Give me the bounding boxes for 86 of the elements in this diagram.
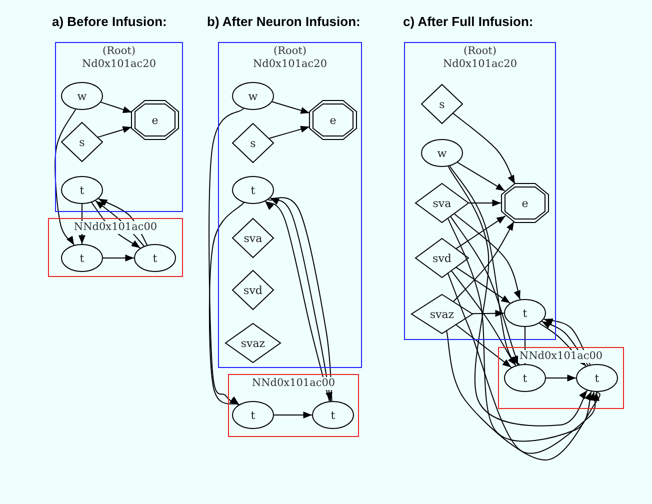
arrow [456, 266, 511, 304]
octagon-node [501, 183, 549, 223]
arrow [452, 112, 516, 184]
node-label: w [248, 90, 258, 102]
panel-title: b) After Neuron Infusion: [207, 14, 360, 29]
node-label: sva [432, 196, 452, 210]
diamond-node [411, 294, 473, 334]
diamond-node [421, 84, 463, 124]
arrow [456, 324, 512, 368]
node-label: s [79, 136, 85, 148]
arrow [449, 166, 519, 366]
arrow [97, 126, 132, 138]
cluster-label: NNd0x101ac00 [72, 221, 158, 234]
ellipse-node [232, 401, 274, 429]
ellipse-node [232, 82, 274, 110]
ellipse-node [232, 176, 274, 204]
arrow [448, 218, 592, 442]
arrow [448, 273, 597, 454]
diamond-node [415, 238, 469, 278]
node-label: s [439, 98, 445, 110]
arrow [468, 200, 502, 206]
node-label: svd [432, 252, 452, 264]
node-label: t [80, 252, 84, 264]
arrow [451, 270, 516, 366]
cluster-box [498, 347, 624, 409]
diamond-node [232, 218, 274, 258]
ellipse-node [61, 82, 103, 110]
node-label: svaz [240, 336, 266, 350]
node-label: e [152, 114, 158, 126]
cluster-box [404, 42, 556, 340]
arrow [446, 330, 604, 460]
node-label: svaz [430, 308, 454, 320]
node-label: t [522, 372, 528, 384]
ellipse-node [421, 139, 463, 167]
cluster-box [218, 42, 362, 368]
ellipse-node [61, 244, 103, 272]
arrow [102, 254, 134, 262]
diamond-node [232, 270, 274, 310]
arrow [100, 102, 132, 113]
panel-title: c) After Full Infusion: [403, 14, 534, 29]
node-label: svd [244, 284, 262, 296]
diamond-node [225, 323, 281, 363]
ellipse-node [312, 401, 354, 429]
arrow [268, 126, 310, 139]
node-label: sva [244, 232, 262, 244]
octagon-node [131, 100, 179, 140]
cluster-box [228, 374, 359, 437]
diamond-node [232, 123, 274, 163]
arrow [450, 216, 520, 366]
node-label: e [330, 114, 336, 126]
ellipse-node [61, 176, 103, 204]
node-label: t [250, 184, 256, 196]
arrow [448, 166, 588, 426]
arrow [456, 215, 506, 250]
panel-title: a) Before Infusion: [52, 14, 167, 29]
arrow [457, 162, 506, 192]
node-label: t [522, 306, 528, 320]
ellipse-node [504, 364, 546, 392]
node-label: e [522, 196, 528, 210]
cluster-box [48, 218, 183, 277]
arrow [208, 202, 244, 406]
ellipse-node [134, 244, 176, 272]
node-label: s [250, 136, 256, 150]
node-label: t [250, 408, 256, 422]
ellipse-node [576, 364, 618, 392]
arrow [272, 101, 310, 114]
arrow [54, 108, 76, 246]
cluster-box [55, 42, 183, 212]
node-label: t [80, 184, 84, 196]
arrow [454, 213, 521, 300]
arrow [453, 221, 514, 302]
node-label: t [152, 252, 158, 264]
diamond-node [415, 183, 469, 223]
diamond-node [61, 122, 103, 162]
node-label: w [77, 90, 87, 102]
node-label: t [330, 408, 336, 422]
node-label: w [437, 146, 447, 160]
arrow [208, 108, 244, 406]
node-label: t [594, 372, 600, 384]
cluster-label: NNd0x101ac00 [518, 350, 604, 363]
cluster-label: NNd0x101ac00 [250, 377, 336, 390]
ellipse-node [504, 299, 546, 327]
octagon-node [309, 100, 357, 140]
arrow [472, 310, 504, 317]
arrow [546, 374, 576, 382]
arrow [274, 412, 312, 418]
